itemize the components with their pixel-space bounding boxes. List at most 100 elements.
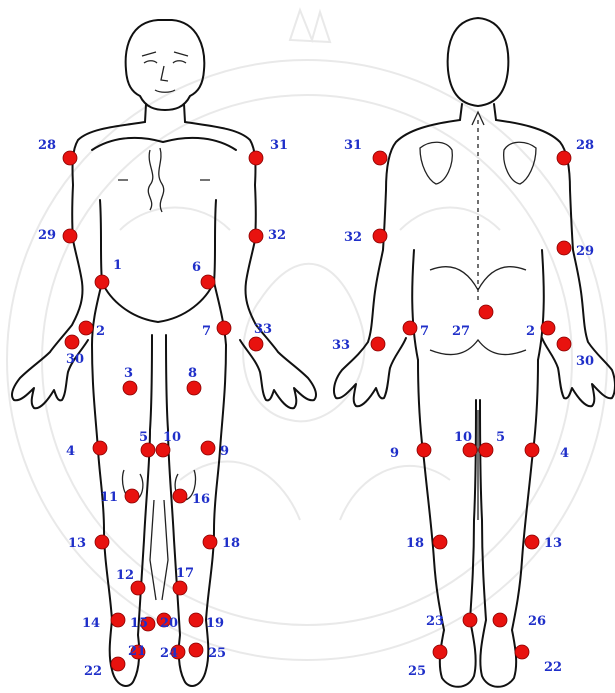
front-point-17: 17 (173, 566, 194, 595)
front-point-16-dot (173, 489, 187, 503)
front-point-29-dot (63, 229, 77, 243)
front-point-2-dot (79, 321, 93, 335)
front-point-4-label: 4 (66, 444, 75, 459)
back-point-33: 33 (332, 337, 385, 353)
front-point-17-dot (173, 581, 187, 595)
front-point-9: 9 (201, 441, 229, 459)
front-point-1: 1 (95, 258, 122, 289)
front-point-31-label: 31 (270, 138, 288, 153)
front-point-7: 7 (202, 321, 231, 339)
back-point-5-dot (479, 443, 493, 457)
back-point-22-label: 22 (544, 660, 562, 675)
back-point-9-label: 9 (390, 446, 399, 461)
front-point-1-dot (95, 275, 109, 289)
front-point-18: 18 (203, 535, 240, 551)
back-point-5-label: 5 (496, 430, 505, 445)
front-point-5: 5 (139, 430, 155, 457)
back-point-23-dot (463, 613, 477, 627)
front-point-10: 10 (156, 430, 181, 457)
front-point-14-label: 14 (82, 616, 100, 631)
front-point-20: 20 (157, 613, 178, 631)
front-point-1-label: 1 (113, 258, 122, 273)
back-point-7-dot (403, 321, 417, 335)
front-point-11: 11 (100, 489, 139, 505)
back-points: 312832293372723091054181323262522 (332, 138, 594, 679)
back-point-9: 9 (390, 443, 431, 461)
front-point-16: 16 (173, 489, 210, 507)
front-point-15-label: 15 (130, 616, 148, 631)
back-point-13-label: 13 (544, 536, 562, 551)
front-point-32-dot (249, 229, 263, 243)
back-point-28-label: 28 (576, 138, 594, 153)
front-point-7-label: 7 (202, 324, 211, 339)
front-point-12: 12 (116, 568, 145, 595)
front-point-22-dot (111, 657, 125, 671)
front-point-13-label: 13 (68, 536, 86, 551)
back-point-28-dot (557, 151, 571, 165)
front-point-4: 4 (66, 441, 107, 459)
back-point-32-dot (373, 229, 387, 243)
front-point-5-label: 5 (139, 430, 148, 445)
front-point-4-dot (93, 441, 107, 455)
back-point-5: 5 (479, 430, 505, 457)
back-point-18-dot (433, 535, 447, 549)
front-point-16-label: 16 (192, 492, 210, 507)
front-point-30-label: 30 (66, 352, 84, 367)
back-point-31-dot (373, 151, 387, 165)
front-point-18-dot (203, 535, 217, 549)
front-point-10-label: 10 (163, 430, 181, 445)
back-point-31: 31 (344, 138, 387, 165)
back-point-7-label: 7 (420, 324, 429, 339)
front-point-8: 8 (187, 366, 201, 395)
back-point-29-label: 29 (576, 244, 594, 259)
front-point-29-label: 29 (38, 228, 56, 243)
back-point-32-label: 32 (344, 230, 362, 245)
front-point-29: 29 (38, 228, 77, 243)
back-point-2-dot (541, 321, 555, 335)
front-point-28-label: 28 (38, 138, 56, 153)
front-point-24: 24 (160, 645, 185, 661)
front-point-32: 32 (249, 228, 286, 243)
back-point-18: 18 (406, 535, 447, 551)
back-point-31-label: 31 (344, 138, 362, 153)
front-point-9-dot (201, 441, 215, 455)
front-point-11-label: 11 (100, 490, 118, 505)
front-point-19-label: 19 (206, 616, 224, 631)
back-point-28: 28 (557, 138, 594, 165)
back-point-29: 29 (557, 241, 594, 259)
back-point-9-dot (417, 443, 431, 457)
front-point-6: 6 (192, 260, 215, 289)
front-point-2-label: 2 (96, 324, 105, 339)
front-point-7-dot (217, 321, 231, 335)
front-point-13: 13 (68, 535, 109, 551)
front-point-3: 3 (123, 366, 137, 395)
back-point-27-dot (479, 305, 493, 319)
front-point-12-label: 12 (116, 568, 134, 583)
back-point-30-dot (557, 337, 571, 351)
back-point-10: 10 (454, 430, 477, 457)
front-point-33-dot (249, 337, 263, 351)
front-point-10-dot (156, 443, 170, 457)
back-point-25-label: 25 (408, 664, 426, 679)
front-point-28-dot (63, 151, 77, 165)
back-point-33-label: 33 (332, 338, 350, 353)
back-point-22-dot (515, 645, 529, 659)
front-point-19: 19 (189, 613, 224, 631)
back-point-22: 22 (515, 645, 562, 675)
back-point-13: 13 (525, 535, 562, 551)
back-point-26-label: 26 (528, 614, 546, 629)
back-point-25-dot (433, 645, 447, 659)
front-point-25-label: 25 (208, 646, 226, 661)
front-body-outline (12, 20, 316, 686)
back-point-2: 2 (526, 321, 555, 339)
back-point-27-label: 27 (452, 324, 470, 339)
back-point-29-dot (557, 241, 571, 255)
back-point-26-dot (493, 613, 507, 627)
front-point-24-label: 24 (160, 646, 178, 661)
front-point-25-dot (189, 643, 203, 657)
front-point-12-dot (131, 581, 145, 595)
front-point-21-label: 21 (128, 644, 146, 659)
back-point-10-label: 10 (454, 430, 472, 445)
front-point-31-dot (249, 151, 263, 165)
